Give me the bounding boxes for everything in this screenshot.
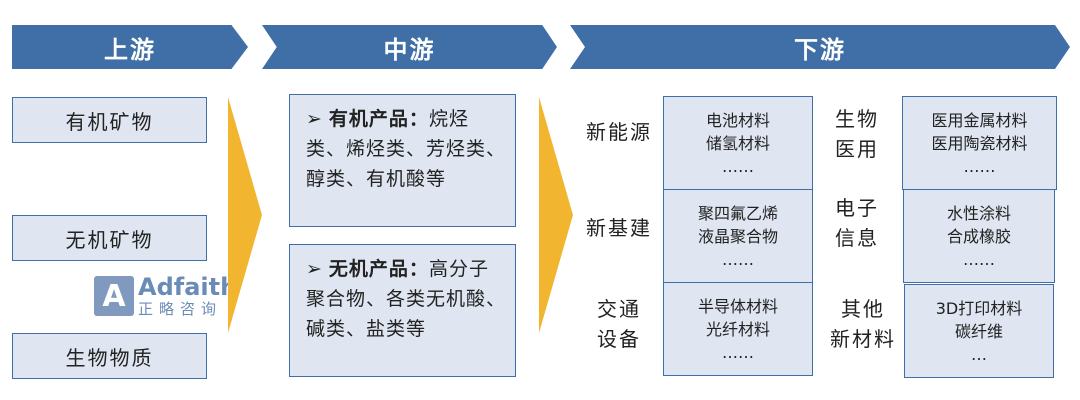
box-line: ……: [722, 342, 754, 362]
box-line: ……: [963, 156, 996, 176]
downstream-title: 下游: [794, 35, 846, 64]
category-label: 交通: [597, 297, 641, 321]
box-line: 3D打印材料: [935, 298, 1023, 318]
midstream-banner: 中游: [262, 25, 557, 69]
box-line: 合成橡胶: [946, 226, 1011, 246]
category-label: 其他: [841, 297, 885, 321]
box-line: ……: [722, 249, 754, 269]
upstream-banner: 上游: [12, 25, 248, 69]
upstream-item-organic-minerals: 有机矿物: [12, 97, 207, 143]
box-line: 半导体材料: [697, 296, 778, 316]
box-line: 医用金属材料: [931, 110, 1028, 130]
flow-arrow-icon: [228, 97, 262, 333]
midstream-item-label: 有机产品：: [328, 108, 429, 130]
downstream-box-electronic-information: 水性涂料 合成橡胶 ……: [903, 189, 1055, 283]
box-line: 光纤材料: [705, 319, 770, 339]
midstream-organic-products: ➢有机产品：烷烃类、烯烃类、芳烃类、醇类、有机酸等: [289, 94, 516, 227]
downstream-box-transport: 半导体材料 光纤材料 ……: [663, 282, 813, 376]
logo-text: Adfaith 正略咨询: [138, 274, 237, 318]
downstream-box-other-new-materials: 3D打印材料 碳纤维 …: [904, 284, 1054, 378]
midstream-title: 中游: [383, 35, 436, 64]
upstream-item-biomass: 生物物质: [12, 333, 207, 379]
category-label: 电子: [835, 196, 879, 220]
downstream-box-new-infrastructure: 聚四氟乙烯 液晶聚合物 ……: [663, 189, 813, 283]
category-other-new-materials: 其他 新材料: [830, 294, 896, 354]
downstream-box-new-energy: 电池材料 储氢材料 ……: [663, 96, 813, 190]
box-line: 聚四氟乙烯: [697, 203, 778, 223]
box-line: 液晶聚合物: [697, 226, 778, 246]
box-line: …: [971, 344, 987, 364]
midstream-item-text: ➢有机产品：烷烃类、烯烃类、芳烃类、醇类、有机酸等: [306, 104, 507, 194]
midstream-item-text: ➢无机产品：高分子聚合物、各类无机酸、碱类、盐类等: [306, 254, 507, 344]
box-line: ……: [963, 249, 995, 269]
category-label: 医用: [835, 137, 879, 161]
downstream-box-bio-medical: 医用金属材料 医用陶瓷材料 ……: [902, 96, 1057, 190]
upstream-item-inorganic-minerals: 无机矿物: [12, 215, 207, 261]
category-label: 设备: [597, 327, 641, 351]
upstream-title: 上游: [104, 35, 156, 64]
category-new-energy: 新能源: [586, 117, 652, 147]
category-electronic-information: 电子 信息: [835, 193, 879, 253]
upstream-item-label: 生物物质: [65, 345, 154, 370]
category-label: 信息: [835, 226, 879, 250]
midstream-item-detail: 烷烃类、烯烃类、芳烃类、醇类、有机酸等: [306, 108, 507, 190]
upstream-item-label: 无机矿物: [65, 227, 154, 252]
upstream-item-label: 有机矿物: [65, 109, 154, 134]
logo-subtitle: 正略咨询: [138, 300, 223, 318]
category-bio-medical: 生物 医用: [835, 104, 879, 164]
watermark-logo: A Adfaith 正略咨询: [94, 274, 237, 318]
category-transport-equipment: 交通 设备: [597, 294, 641, 354]
box-line: 水性涂料: [946, 203, 1011, 223]
box-line: 碳纤维: [954, 321, 1003, 341]
category-label: 生物: [835, 107, 879, 131]
flow-arrow-icon: [539, 97, 573, 333]
category-label: 新材料: [830, 327, 896, 351]
downstream-banner: 下游: [570, 25, 1070, 69]
midstream-inorganic-products: ➢无机产品：高分子聚合物、各类无机酸、碱类、盐类等: [289, 244, 516, 377]
category-label: 新基建: [586, 216, 652, 240]
box-line: 电池材料: [705, 110, 770, 130]
box-line: ……: [722, 156, 754, 176]
category-new-infrastructure: 新基建: [586, 213, 652, 243]
box-line: 医用陶瓷材料: [931, 133, 1028, 153]
midstream-item-detail: 高分子聚合物、各类无机酸、碱类、盐类等: [306, 258, 507, 340]
bullet-arrow-icon: ➢: [306, 258, 323, 280]
category-label: 新能源: [586, 120, 652, 144]
logo-name: Adfaith: [138, 273, 238, 301]
box-line: 储氢材料: [705, 133, 770, 153]
midstream-item-label: 无机产品：: [328, 258, 429, 280]
bullet-arrow-icon: ➢: [306, 108, 323, 130]
logo-mark-icon: A: [94, 276, 134, 316]
